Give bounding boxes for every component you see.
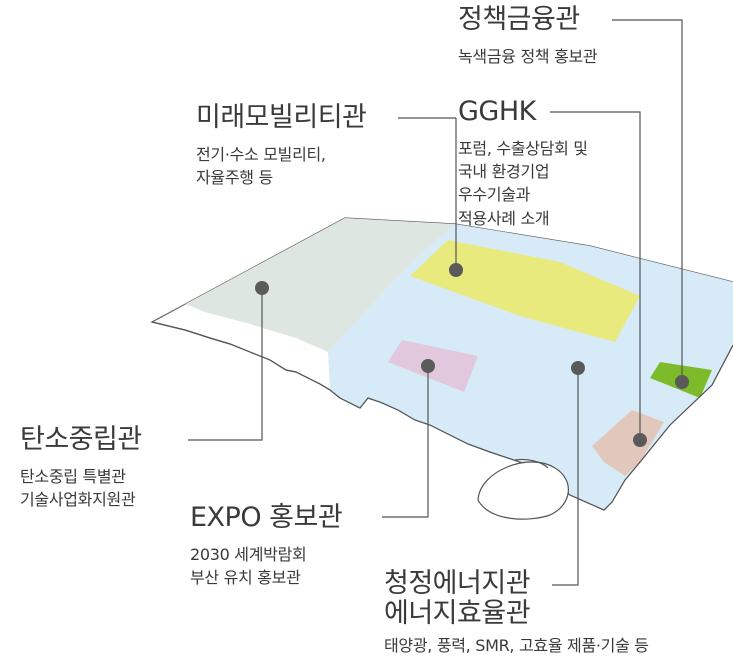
energy-efficiency-label[interactable]: 에너지효율관 <box>384 598 531 629</box>
marker-clean-energy <box>571 361 585 375</box>
lounge-zone[interactable] <box>592 410 664 476</box>
clean-energy-desc: 태양광, 풍력, SMR, 고효율 제품·기술 등 <box>384 634 649 657</box>
policy-finance-title: 정책금융관 <box>458 4 580 35</box>
policy-finance-desc: 녹색금융 정책 홍보관 <box>458 45 598 68</box>
stage-arc <box>514 458 549 469</box>
expo-title: EXPO 홍보관 <box>190 502 343 533</box>
carbon-neutral-zone[interactable] <box>152 218 455 352</box>
zone-markers <box>255 263 689 447</box>
marker-lounge <box>633 433 647 447</box>
gghk-title: GGHK <box>458 96 536 127</box>
desc-line: 전기·수소 모빌리티, <box>196 145 326 164</box>
desc-line: 2030 세계박람회 <box>190 545 307 564</box>
future-mobility-title: 미래모빌리티관 <box>196 102 367 133</box>
desc-line: 기술사업화지원관 <box>20 490 136 510</box>
marker-gghk <box>449 263 463 277</box>
desc-line: 녹색금융 정책 홍보관 <box>458 47 598 66</box>
carbon-neutral-desc: 탄소중립 특별관 기술사업화지원관 <box>20 465 142 511</box>
clean-energy-label[interactable]: 청정에너지관 <box>384 568 531 599</box>
future-mobility-label[interactable]: 미래모빌리티관 전기·수소 모빌리티, 자율주행 등 <box>196 102 367 189</box>
energy-efficiency-title: 에너지효율관 <box>384 598 531 629</box>
policy-finance-label[interactable]: 정책금융관 녹색금융 정책 홍보관 <box>458 4 598 68</box>
gghk-desc: 포럼, 수출상담회 및 국내 환경기업 우수기술과 적용사례 소개 <box>458 137 588 230</box>
carbon-neutral-label[interactable]: 탄소중립관 탄소중립 특별관 기술사업화지원관 <box>20 426 142 511</box>
desc-line: 탄소중립 특별관 <box>20 467 126 486</box>
clean-energy-title: 청정에너지관 <box>384 568 531 599</box>
desc-line: 우수기술과 <box>458 185 531 205</box>
expo-label[interactable]: EXPO 홍보관 2030 세계박람회 부산 유치 홍보관 <box>190 502 343 589</box>
floor-bottom-edge <box>151 321 733 511</box>
carbon-neutral-title: 탄소중립관 <box>20 424 142 455</box>
marker-carbon-neutral <box>255 281 269 295</box>
desc-line: 국내 환경기업 <box>458 162 550 182</box>
expo-desc: 2030 세계박람회 부산 유치 홍보관 <box>190 543 342 589</box>
desc-line: 자율주행 등 <box>196 168 273 188</box>
stage-circle <box>477 461 569 520</box>
gghk-label[interactable]: GGHK 포럼, 수출상담회 및 국내 환경기업 우수기술과 적용사례 소개 <box>458 98 588 230</box>
leader-lines <box>188 19 683 586</box>
future-mobility-desc: 전기·수소 모빌리티, 자율주행 등 <box>196 143 366 189</box>
marker-expo <box>421 359 435 373</box>
desc-line: 적용사례 소개 <box>458 208 550 228</box>
desc-line: 태양광, 풍력, SMR, 고효율 제품·기술 등 <box>384 636 649 655</box>
desc-line: 부산 유치 홍보관 <box>190 568 301 588</box>
gghk-zone[interactable] <box>410 240 640 342</box>
marker-policy-finance <box>675 375 689 389</box>
desc-line: 포럼, 수출상담회 및 <box>458 139 588 158</box>
